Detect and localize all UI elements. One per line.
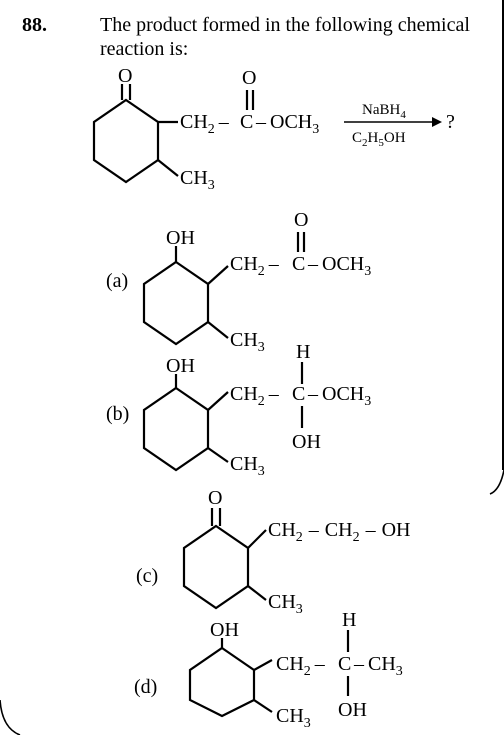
page-edge-curve-bottom: [0, 699, 21, 735]
svg-text:CH2–CH2–OH: CH2–CH2–OH: [268, 519, 410, 545]
svg-text:–OCH3: –OCH3: [307, 253, 371, 279]
svg-text:CH3: CH3: [180, 167, 215, 193]
svg-text:H: H: [342, 609, 356, 631]
svg-text:O: O: [208, 487, 222, 509]
svg-text:H: H: [296, 341, 310, 363]
reactant-oxygen: O: [118, 65, 132, 87]
svg-text:CH3: CH3: [230, 453, 265, 479]
svg-text:CH2–: CH2–: [276, 653, 326, 679]
svg-text:C: C: [338, 653, 351, 675]
svg-text:NaBH4: NaBH4: [362, 102, 406, 121]
reactant-structure: O CH2– C O –OCH3 CH3: [92, 65, 319, 193]
svg-text:CH2–: CH2–: [230, 253, 280, 279]
question-number: 88.: [22, 14, 47, 36]
svg-text:OH: OH: [166, 227, 195, 249]
option-c-label: (c): [136, 565, 159, 587]
svg-text:OH: OH: [338, 699, 367, 721]
svg-text:CH3: CH3: [230, 329, 265, 355]
option-d-label: (d): [134, 676, 158, 698]
question-text: The product formed in the following chem…: [100, 14, 470, 60]
page-right-edge: [502, 0, 504, 470]
svg-text:O: O: [294, 209, 308, 231]
option-a-label: (a): [106, 270, 129, 292]
svg-text:OH: OH: [292, 431, 321, 453]
svg-text:C: C: [292, 253, 305, 275]
svg-text:–CH3: –CH3: [353, 653, 403, 679]
option-b-label: (b): [106, 403, 130, 425]
svg-text:C: C: [240, 111, 253, 133]
svg-text:C: C: [292, 383, 305, 405]
svg-text:CH2–: CH2–: [180, 111, 230, 137]
svg-text:CH3: CH3: [268, 591, 303, 617]
svg-text:CH2–: CH2–: [230, 383, 280, 409]
reaction-arrow: NaBH4 C2H5OH ?: [344, 102, 455, 149]
option-a-structure: OH CH2– C O –OCH3 CH3: [142, 209, 371, 355]
svg-text:OH: OH: [166, 355, 195, 377]
svg-text:O: O: [242, 67, 256, 89]
page-edge-curve: [489, 469, 504, 495]
option-c-structure: O CH2–CH2–OH CH3: [182, 487, 410, 617]
svg-text:–OCH3: –OCH3: [255, 111, 319, 137]
svg-text:CH3: CH3: [276, 705, 311, 731]
svg-text:–OCH3: –OCH3: [307, 383, 371, 409]
svg-text:?: ?: [446, 111, 455, 133]
svg-text:OH: OH: [210, 619, 239, 641]
option-d-structure: OH CH2– C H OH –CH3 CH3: [188, 609, 403, 731]
option-b-structure: OH CH2– C H OH –OCH3 CH3: [142, 341, 371, 479]
svg-text:C2H5OH: C2H5OH: [352, 130, 406, 149]
